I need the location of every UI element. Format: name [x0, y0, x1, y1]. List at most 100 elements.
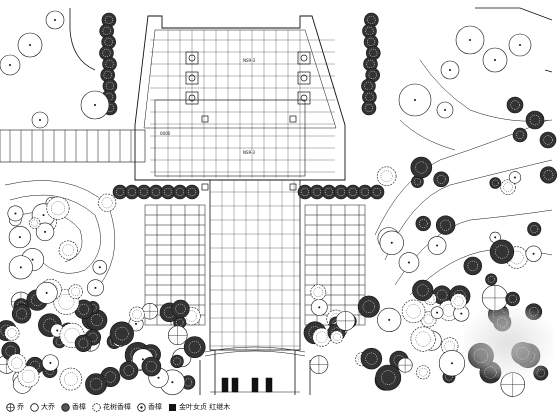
- tree-symbol: [102, 56, 117, 72]
- tree-texture: [423, 314, 434, 325]
- tree-symbol: [330, 330, 344, 344]
- tree-canopy: [184, 184, 200, 200]
- tree-texture: [332, 333, 341, 341]
- dot-circle-icon: [137, 402, 146, 412]
- tree-symbol: [375, 364, 402, 391]
- tree-canopy: [29, 217, 41, 229]
- tree-symbol: [167, 325, 188, 346]
- tree-texture: [372, 187, 382, 197]
- tree-symbol: [508, 171, 522, 184]
- tree-symbol: [119, 361, 139, 380]
- tree-symbol: [463, 256, 483, 276]
- tree-canopy: [512, 127, 528, 143]
- tree-texture: [453, 296, 464, 307]
- tree-canopy: [463, 256, 483, 276]
- tree-canopy: [376, 166, 397, 187]
- tree-canopy: [505, 291, 520, 307]
- tree-symbol: [8, 255, 33, 280]
- tree-texture: [413, 178, 422, 186]
- tree-trunk: [29, 44, 31, 46]
- tree-canopy: [401, 299, 426, 324]
- legend-item: 香樟: [137, 402, 162, 412]
- tree-texture: [508, 294, 517, 303]
- tree-texture: [173, 357, 181, 366]
- tree-canopy: [500, 179, 516, 195]
- tree-texture: [487, 276, 495, 283]
- tree-symbol: [411, 175, 424, 188]
- tree-trunk: [19, 266, 22, 269]
- tree-texture: [103, 70, 112, 80]
- tree-symbol: [184, 184, 200, 200]
- tree-cross: [336, 311, 356, 331]
- tree-texture: [51, 201, 65, 216]
- tree-symbol: [398, 252, 420, 273]
- plaza-upper-tag: NS9-3: [243, 58, 256, 63]
- tree-symbol: [508, 33, 532, 57]
- tree-symbol: [109, 321, 134, 346]
- tree-texture: [440, 219, 452, 231]
- open-circle-icon: [30, 402, 39, 412]
- tree-texture: [366, 59, 375, 69]
- tree-texture: [529, 114, 541, 126]
- tree-symbol: [141, 356, 162, 377]
- tree-symbol: [430, 306, 444, 319]
- tree-symbol: [100, 67, 116, 83]
- legend-label: 大乔: [41, 403, 55, 411]
- dense-circle-icon: [61, 402, 70, 412]
- tree-canopy: [170, 354, 184, 369]
- tree-texture: [102, 26, 111, 36]
- tree-symbol: [98, 193, 117, 212]
- tree-symbol: [59, 367, 83, 391]
- tree-trunk: [42, 214, 45, 217]
- solid-square-icon: [168, 403, 177, 412]
- tree-symbol: [335, 311, 356, 331]
- tree-trunk: [94, 104, 96, 106]
- tree-texture: [11, 357, 23, 369]
- tree-symbol: [87, 279, 104, 297]
- tree-texture: [543, 135, 553, 145]
- tree-texture: [453, 290, 466, 302]
- tree-trunk: [460, 312, 463, 315]
- tree-symbol: [482, 47, 508, 73]
- tree-texture: [21, 369, 36, 383]
- site-boundary: [69, 7, 553, 73]
- tree-symbol: [397, 357, 413, 373]
- tree-canopy: [539, 166, 558, 184]
- tree-canopy: [435, 215, 456, 235]
- tree-symbol: [68, 284, 83, 299]
- tree-symbol: [7, 353, 27, 373]
- tree-canopy: [46, 196, 70, 220]
- tree-trunk: [45, 291, 48, 294]
- tree-symbol: [171, 299, 190, 319]
- legend-item: 金叶女贞 红继木: [168, 402, 230, 412]
- tree-texture: [336, 187, 346, 197]
- tree-symbol: [525, 245, 542, 262]
- tree-canopy: [119, 361, 139, 380]
- tree-texture: [64, 327, 80, 344]
- tree-texture: [132, 309, 142, 319]
- left-walkway: [0, 129, 146, 163]
- tree-canopy: [85, 373, 107, 396]
- legend-label: 花树香樟: [103, 403, 131, 411]
- tree-texture: [78, 338, 89, 349]
- tree-symbol: [310, 284, 327, 301]
- tree-trunk: [56, 329, 59, 332]
- tree-trunk: [450, 362, 453, 365]
- tree-canopy: [415, 215, 431, 232]
- tree-trunk: [157, 376, 160, 379]
- tree-symbol: [415, 215, 431, 232]
- tree-canopy: [539, 131, 557, 149]
- tree-symbol: [398, 83, 432, 117]
- tree-texture: [365, 26, 374, 36]
- legend-label: 香樟: [148, 403, 162, 411]
- tree-texture: [348, 187, 358, 197]
- tree-canopy: [527, 222, 542, 237]
- tree-canopy: [109, 321, 134, 346]
- tree-trunk: [49, 361, 52, 364]
- tree-canopy: [485, 273, 498, 286]
- legend-item: 花树香樟: [92, 402, 131, 412]
- tree-symbol: [481, 284, 509, 312]
- tree-cross: [397, 357, 413, 373]
- tree-symbol: [489, 239, 515, 264]
- tree-texture: [151, 187, 161, 197]
